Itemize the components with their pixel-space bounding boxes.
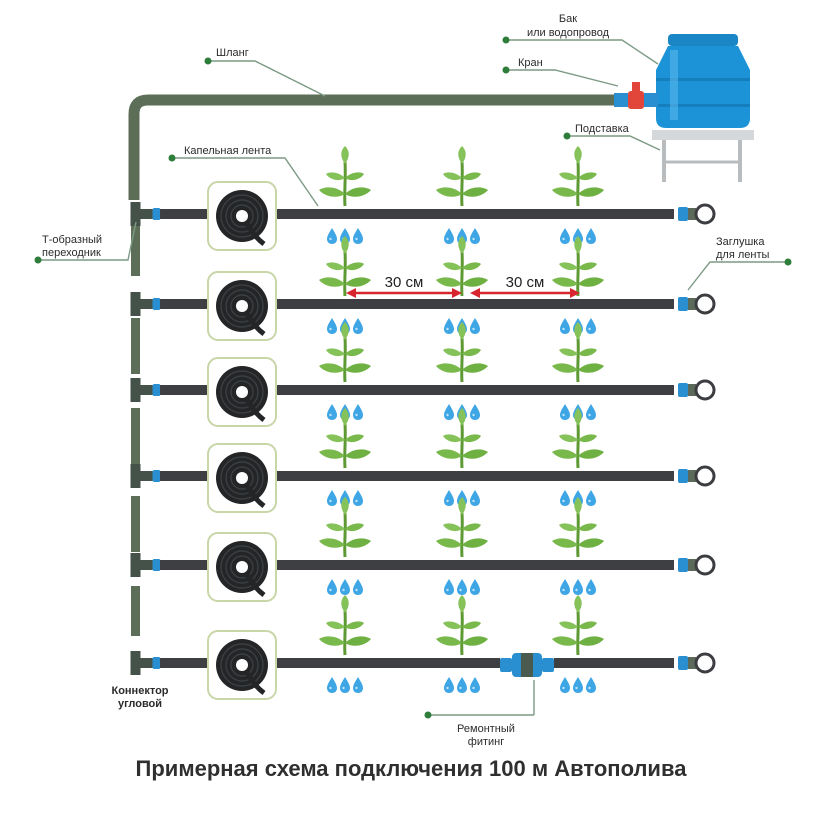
label-repair-fitting-1: Ремонтный bbox=[457, 723, 515, 735]
lead-pipe bbox=[160, 658, 210, 668]
drip-tape bbox=[274, 209, 674, 219]
end-plug bbox=[676, 465, 716, 487]
feed-hose bbox=[128, 94, 620, 636]
t-connector bbox=[130, 202, 161, 226]
drip-tape bbox=[554, 658, 674, 668]
t-connector bbox=[130, 378, 161, 402]
tape-coil bbox=[208, 444, 276, 512]
plant bbox=[317, 320, 373, 384]
drip-row bbox=[130, 631, 716, 699]
plants bbox=[317, 144, 606, 693]
end-plug bbox=[676, 379, 716, 401]
plant bbox=[317, 144, 373, 208]
plant bbox=[550, 593, 606, 657]
plant bbox=[434, 495, 490, 559]
plant bbox=[550, 495, 606, 559]
drip-row bbox=[130, 182, 716, 250]
drip-row bbox=[130, 358, 716, 426]
label-stand: Подставка bbox=[575, 123, 630, 135]
label-drip-tape: Капельная лента bbox=[184, 145, 272, 157]
lead-pipe bbox=[160, 385, 210, 395]
end-plug bbox=[676, 652, 716, 674]
water-drops bbox=[327, 677, 363, 693]
plant bbox=[434, 144, 490, 208]
end-plug bbox=[676, 554, 716, 576]
water-drops bbox=[444, 677, 480, 693]
plant bbox=[434, 320, 490, 384]
label-end-plug-2: для ленты bbox=[716, 249, 769, 261]
plant bbox=[317, 406, 373, 470]
water-drops bbox=[560, 677, 596, 693]
water-drops bbox=[327, 579, 363, 595]
t-connector bbox=[130, 292, 161, 316]
label-t-adapter-2: переходник bbox=[42, 247, 101, 259]
spacing-arrows bbox=[346, 288, 580, 298]
water-drops bbox=[444, 579, 480, 595]
drip-rows bbox=[130, 182, 716, 699]
lead-pipe bbox=[160, 471, 210, 481]
plant bbox=[317, 495, 373, 559]
valve bbox=[614, 82, 658, 109]
drip-row bbox=[130, 533, 716, 601]
tape-coil bbox=[208, 631, 276, 699]
drip-row bbox=[130, 272, 716, 340]
tape-coil bbox=[208, 533, 276, 601]
drip-row bbox=[130, 444, 716, 512]
plant bbox=[434, 234, 490, 298]
label-valve: Кран bbox=[518, 57, 543, 69]
label-tank-2: или водопровод bbox=[527, 27, 610, 39]
drip-tape bbox=[274, 471, 674, 481]
plant bbox=[550, 406, 606, 470]
lead-pipe bbox=[160, 560, 210, 570]
t-connector bbox=[130, 651, 161, 675]
leader-dots bbox=[34, 36, 792, 719]
water-tank bbox=[656, 34, 750, 128]
end-plug bbox=[676, 293, 716, 315]
tape-coil bbox=[208, 182, 276, 250]
plant bbox=[550, 144, 606, 208]
plant bbox=[434, 593, 490, 657]
plant bbox=[317, 234, 373, 298]
label-t-adapter-1: Т-образный bbox=[42, 234, 102, 246]
label-corner-connector-2: угловой bbox=[118, 698, 162, 710]
t-connector bbox=[130, 553, 161, 577]
drip-tape bbox=[274, 658, 500, 668]
repair-fitting bbox=[500, 653, 554, 677]
label-repair-fitting-2: фитинг bbox=[468, 736, 504, 748]
label-corner-connector-1: Коннектор bbox=[111, 685, 168, 697]
plant bbox=[434, 406, 490, 470]
label-hose: Шланг bbox=[216, 47, 249, 59]
drip-tape bbox=[274, 560, 674, 570]
t-connector bbox=[130, 464, 161, 488]
tank-stand bbox=[652, 130, 754, 182]
leader-lines bbox=[38, 39, 788, 716]
tape-coil bbox=[208, 272, 276, 340]
label-tank-1: Бак bbox=[559, 13, 577, 25]
label-end-plug-1: Заглушка bbox=[716, 236, 765, 248]
drip-tape bbox=[274, 385, 674, 395]
water-drops bbox=[560, 579, 596, 595]
spacing-left: 30 см bbox=[385, 274, 424, 291]
end-plug bbox=[676, 203, 716, 225]
spacing-right: 30 см bbox=[506, 274, 545, 291]
plant bbox=[550, 320, 606, 384]
diagram-title: Примерная схема подключения 100 м Автопо… bbox=[136, 756, 688, 781]
lead-pipe bbox=[160, 299, 210, 309]
plant bbox=[550, 234, 606, 298]
plant bbox=[317, 593, 373, 657]
tape-coil bbox=[208, 358, 276, 426]
drip-tape bbox=[274, 299, 674, 309]
lead-pipe bbox=[160, 209, 210, 219]
